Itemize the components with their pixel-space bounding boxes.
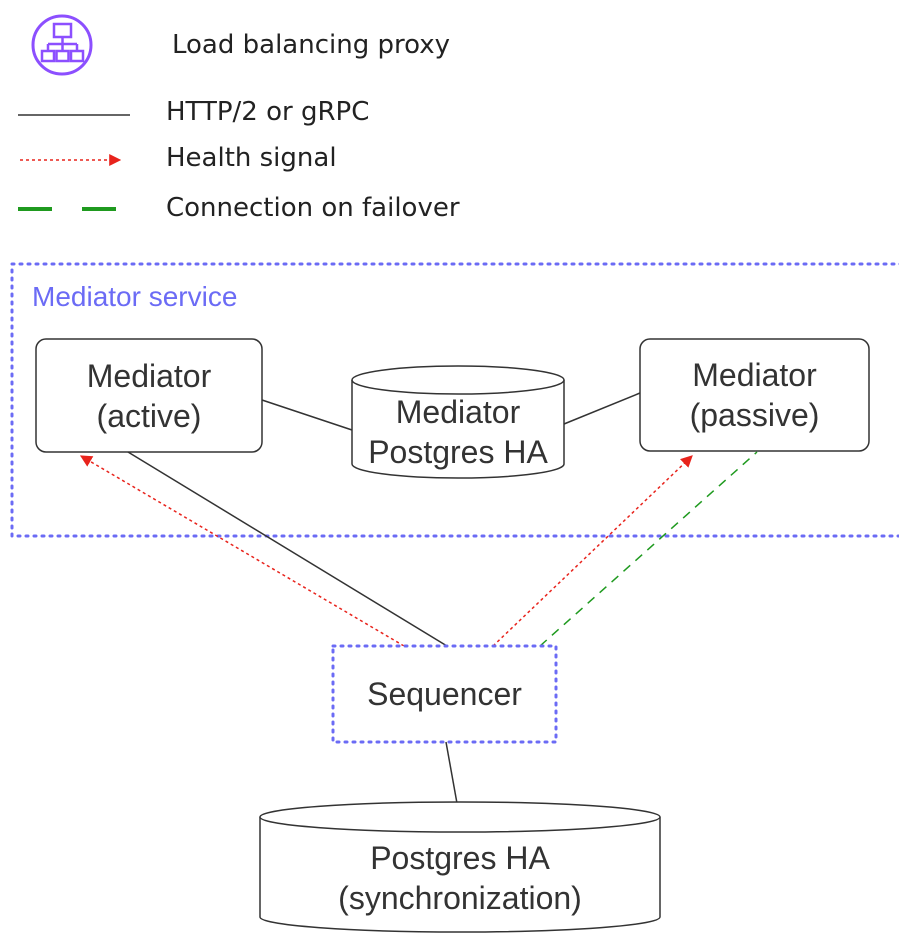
- mediator-db-cylinder: [351, 365, 565, 479]
- mediator-db-line1: Mediator: [395, 394, 521, 430]
- mediator-service-boundary: [10, 262, 899, 538]
- failover-connection-to-passive: [539, 451, 758, 647]
- mediator-service-label: Mediator service: [32, 281, 238, 312]
- mediator-active-line1: Mediator: [86, 357, 212, 394]
- db-to-passive-link: [563, 392, 641, 425]
- legend-proxy-label: Load balancing proxy: [172, 30, 450, 60]
- legend-health-label: Health signal: [166, 143, 337, 173]
- load-balancer-icon: [31, 14, 93, 76]
- mediator-active-label: Mediator (active): [36, 339, 262, 452]
- legend-failover-label: Connection on failover: [166, 193, 460, 223]
- postgres-cylinder: [259, 801, 661, 933]
- sequencer-line1: Sequencer: [367, 676, 522, 712]
- sequencer-to-active-link: [127, 451, 448, 647]
- mediator-passive-line2: (passive): [689, 397, 820, 433]
- health-signal-to-active: [79, 455, 405, 647]
- mediator-passive-box: [639, 338, 870, 452]
- mediator-db-line2: Postgres HA: [368, 434, 548, 470]
- health-signal-to-passive: [492, 455, 693, 647]
- mediator-active-box: [35, 338, 263, 453]
- postgres-line1: Postgres HA: [370, 840, 550, 876]
- mediator-passive-line1: Mediator: [692, 357, 817, 393]
- mediator-active-line2: (active): [96, 397, 202, 434]
- active-to-db-link: [261, 399, 353, 431]
- legend-http-label: HTTP/2 or gRPC: [166, 97, 370, 127]
- postgres-label: Postgres HA (synchronization): [260, 836, 660, 920]
- mediator-db-label: Mediator Postgres HA: [352, 394, 564, 470]
- sequencer-label: Sequencer: [333, 646, 556, 742]
- sequencer-box: [331, 644, 558, 744]
- postgres-line2: (synchronization): [338, 880, 582, 916]
- mediator-passive-label: Mediator (passive): [640, 339, 869, 451]
